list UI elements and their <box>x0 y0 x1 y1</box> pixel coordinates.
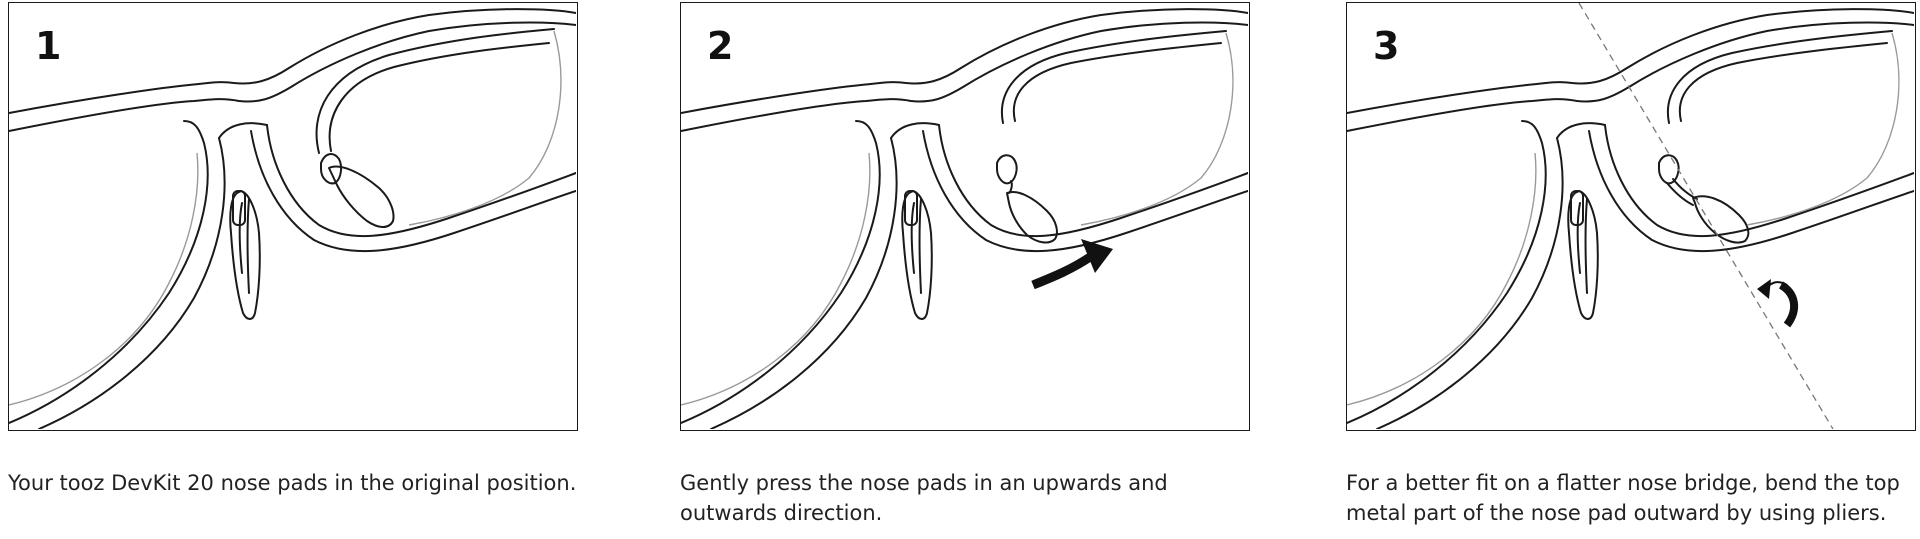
rotate-arrow-icon <box>1757 279 1799 328</box>
step-number: 2 <box>707 24 734 68</box>
step-1: 1 <box>8 0 580 539</box>
glasses-illustration <box>9 8 576 429</box>
step-caption: For a better fit on a flatter nose bridg… <box>1346 471 1900 525</box>
step-3: 3 <box>1346 0 1918 539</box>
step-1-panel: 1 <box>8 2 578 431</box>
step-caption: Gently press the nose pads in an upwards… <box>680 471 1168 525</box>
step-2-panel: 2 <box>680 2 1250 431</box>
step-number: 1 <box>35 24 62 68</box>
bend-axis-line <box>1578 3 1834 429</box>
glasses-illustration <box>681 8 1248 429</box>
step-number: 3 <box>1373 24 1400 68</box>
curved-arrow-icon <box>1031 239 1113 290</box>
step-3-panel: 3 <box>1346 2 1916 431</box>
step-caption: Your tooz DevKit 20 nose pads in the ori… <box>8 471 577 495</box>
glasses-illustration <box>1347 3 1914 429</box>
step-2: 2 <box>680 0 1252 539</box>
